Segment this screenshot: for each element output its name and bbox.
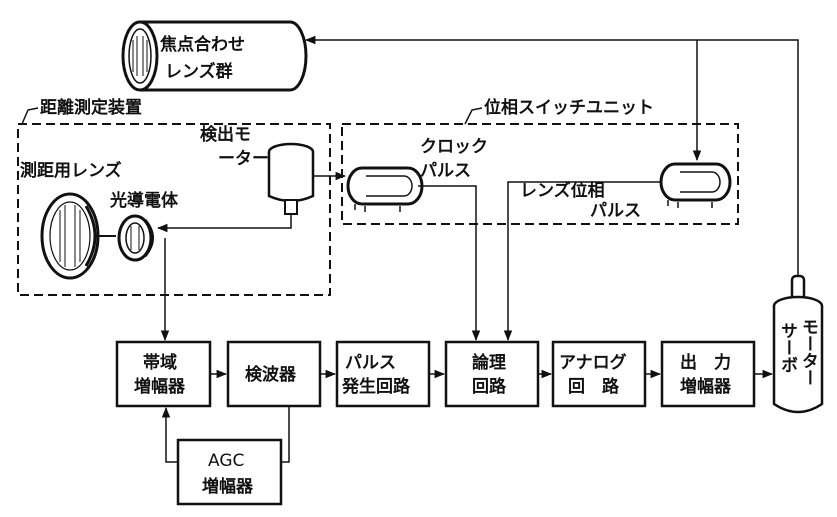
pulse-gen-label-1: パルス xyxy=(345,353,396,373)
clock-pulse-label-1: クロック xyxy=(420,137,488,157)
agc-amplifier-block: AGC 増幅器 xyxy=(176,438,283,506)
servo-motor-label-2: モーター xyxy=(798,318,818,386)
pulse-generator-block: パルス 発生回路 xyxy=(335,340,431,408)
band-amp-label-2: 増幅器 xyxy=(134,376,186,397)
rangefinder-unit-boundary xyxy=(17,123,331,296)
band-amp-label-1: 帯域 xyxy=(143,352,177,373)
connections xyxy=(160,35,799,463)
lens-phase-pulse-switch xyxy=(659,162,732,208)
detector-block: 検波器 xyxy=(226,340,322,408)
logic-circuit-block: 論理 回路 xyxy=(444,340,540,408)
wire-clock-to-logic xyxy=(418,185,481,342)
logic-label-2: 回路 xyxy=(472,376,507,397)
clock-pulse-label-2: パルス xyxy=(420,161,471,181)
phase-switch-leader xyxy=(464,107,483,125)
servo-motor-label-1: サーボ xyxy=(777,322,798,373)
detect-motor-label-1: 検出モ xyxy=(200,124,251,145)
detection-motor xyxy=(156,142,315,233)
detector-label: 検波器 xyxy=(245,364,297,385)
wire-agc-to-bandamp xyxy=(161,406,178,463)
band-amplifier-block: 帯域 増幅器 xyxy=(115,340,212,408)
photoconductor xyxy=(117,214,154,262)
output-amplifier-block: 出 力 増幅器 xyxy=(660,340,756,408)
focus-lens-label-2: レンズ群 xyxy=(165,61,233,82)
clock-pulse-switch xyxy=(346,166,424,212)
rangefinder-lens-label: 測距用レンズ xyxy=(20,160,122,181)
agc-label-1: AGC xyxy=(208,451,244,471)
logic-label-1: 論理 xyxy=(472,352,506,373)
analog-label-1: アナログ xyxy=(559,352,627,373)
rangefinder-lens xyxy=(40,192,116,280)
lens-phase-pulse-label-1: レンズ位相 xyxy=(520,180,605,201)
output-amp-label-2: 増幅器 xyxy=(680,376,732,397)
focus-lens-group xyxy=(121,20,308,92)
phase-switch-unit-title: 位相スイッチユニット xyxy=(484,97,654,118)
lens-phase-pulse-label-2: パルス xyxy=(590,201,641,221)
focus-lens-label-1: 焦点合わせ xyxy=(159,34,245,55)
rangefinder-unit-title: 距離測定装置 xyxy=(40,97,142,118)
analog-circuit-block: アナログ 回 路 xyxy=(551,340,647,408)
wire-detector-to-agc xyxy=(281,406,290,463)
wire-lensphase-to-logic xyxy=(503,181,660,342)
rangefinder-leader xyxy=(21,107,39,125)
output-amp-label-1: 出 力 xyxy=(680,352,731,373)
agc-label-2: 増幅器 xyxy=(202,476,254,497)
photoconductor-label: 光導電体 xyxy=(109,190,179,211)
pulse-gen-label-2: 発生回路 xyxy=(341,376,411,397)
wire-servo-to-focuslens xyxy=(304,35,799,276)
analog-label-2: 回 路 xyxy=(568,376,620,397)
detect-motor-label-2: ーター xyxy=(218,149,269,169)
servo-motor-label: サーボ モーター xyxy=(777,318,818,386)
